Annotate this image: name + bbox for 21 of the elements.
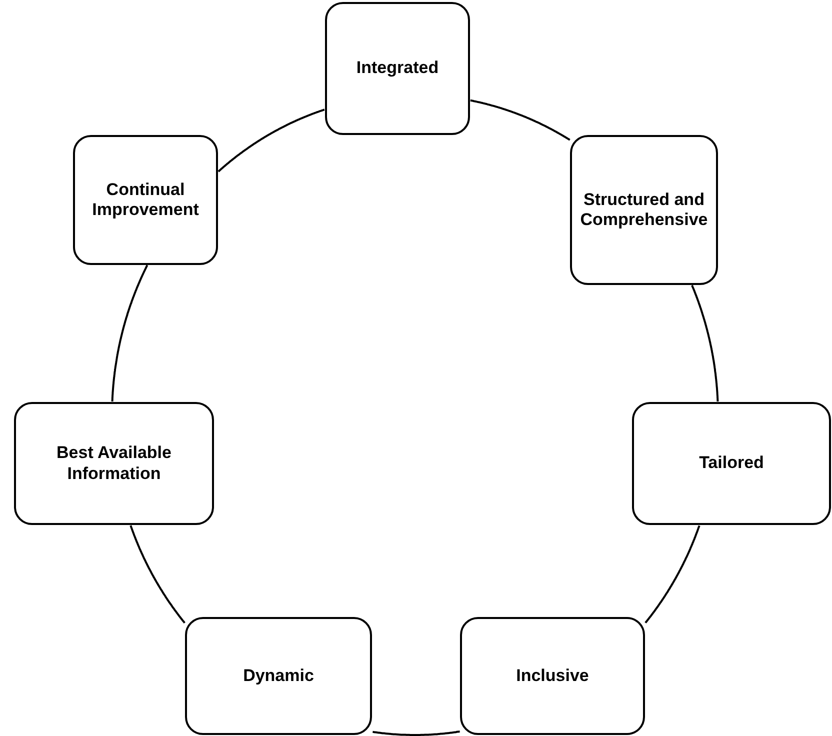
rounded-box: [14, 402, 214, 525]
box-label: Tailored: [699, 453, 764, 474]
box-label: Structured and Comprehensive: [579, 190, 709, 230]
box-label: Dynamic: [243, 666, 314, 686]
connector-arc: [691, 284, 719, 402]
connector-arc: [372, 730, 460, 736]
connector-arc: [470, 99, 570, 141]
rounded-box: [570, 135, 718, 285]
box-label: Inclusive: [516, 666, 589, 686]
rounded-box: [73, 135, 218, 265]
box-label: Continual Improvement: [91, 180, 200, 220]
connector-arc: [130, 525, 186, 624]
box-label: Integrated: [356, 58, 439, 79]
box-label: Best Available Information: [56, 443, 172, 484]
rounded-box: [632, 402, 831, 525]
rounded-box: [325, 2, 470, 135]
rounded-box: [185, 617, 372, 735]
connector-arc: [644, 525, 700, 624]
connector-arc: [111, 264, 148, 402]
connector-arc: [218, 108, 325, 172]
rounded-box: [460, 617, 645, 735]
